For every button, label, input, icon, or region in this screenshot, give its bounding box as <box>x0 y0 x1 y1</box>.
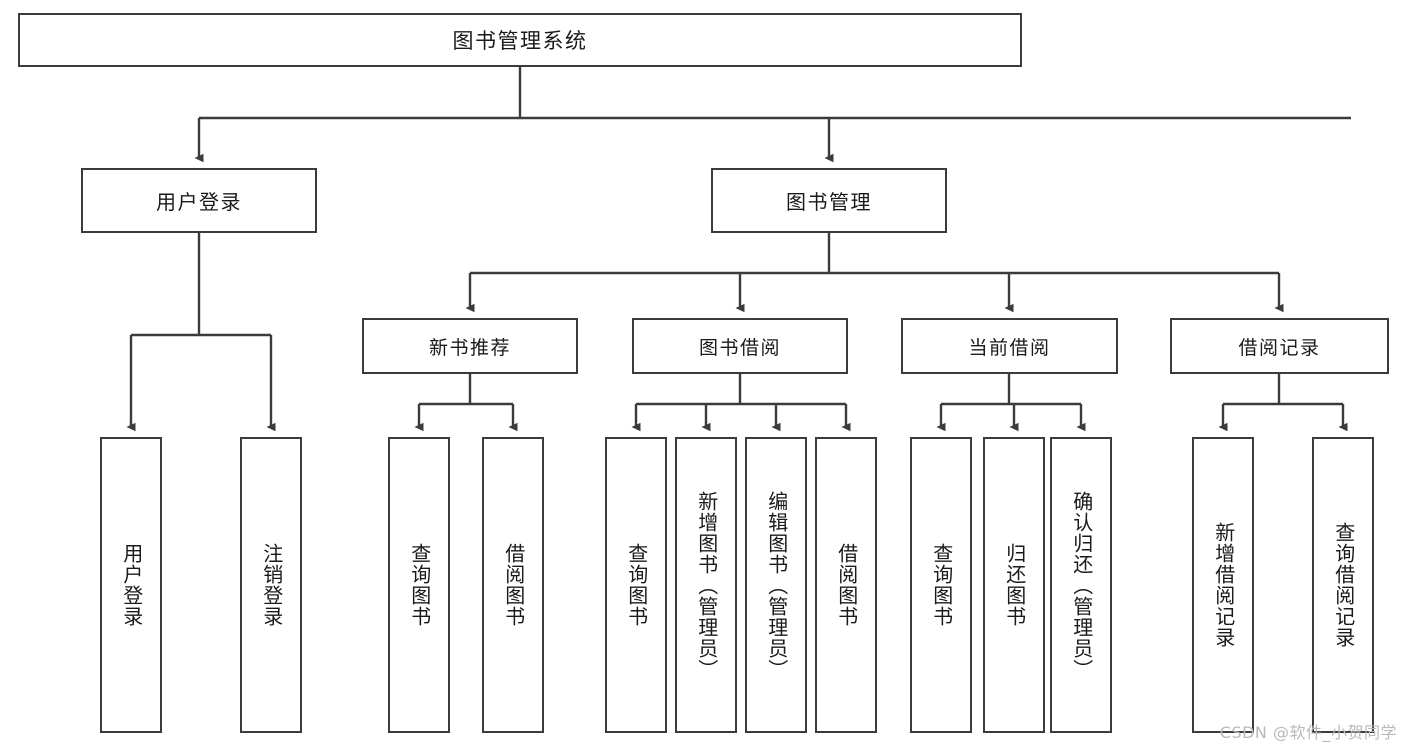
node-leaf-confirm-return-label: 确认归还（管理员） <box>1069 490 1094 680</box>
node-new-book-recommend[interactable]: 新书推荐 <box>362 318 578 374</box>
node-leaf-add-book-label: 新增图书（管理员） <box>694 490 719 680</box>
node-leaf-add-record-label: 新增借阅记录 <box>1211 522 1236 648</box>
node-leaf-query-record-label: 查询借阅记录 <box>1331 522 1356 648</box>
node-root-label: 图书管理系统 <box>452 29 588 53</box>
node-leaf-user-logout-label: 注销登录 <box>259 543 284 627</box>
node-leaf-confirm-return[interactable]: 确认归还（管理员） <box>1050 437 1112 733</box>
node-user-login[interactable]: 用户登录 <box>81 168 317 233</box>
node-leaf-query-book-2[interactable]: 查询图书 <box>605 437 667 733</box>
node-borrow-record-label: 借阅记录 <box>1238 336 1321 359</box>
node-user-login-label: 用户登录 <box>156 190 242 214</box>
node-leaf-query-book-1-label: 查询图书 <box>407 543 432 627</box>
node-leaf-borrow-book-2-label: 借阅图书 <box>834 543 859 627</box>
node-leaf-add-book[interactable]: 新增图书（管理员） <box>675 437 737 733</box>
node-leaf-user-login[interactable]: 用户登录 <box>100 437 162 733</box>
node-leaf-query-book-2-label: 查询图书 <box>624 543 649 627</box>
node-leaf-return-book[interactable]: 归还图书 <box>983 437 1045 733</box>
node-leaf-query-record[interactable]: 查询借阅记录 <box>1312 437 1374 733</box>
node-leaf-return-book-label: 归还图书 <box>1002 543 1027 627</box>
node-leaf-borrow-book-2[interactable]: 借阅图书 <box>815 437 877 733</box>
node-book-borrow-label: 图书借阅 <box>698 336 781 359</box>
node-new-book-recommend-label: 新书推荐 <box>428 336 511 359</box>
node-leaf-query-book-3-label: 查询图书 <box>929 543 954 627</box>
node-leaf-edit-book[interactable]: 编辑图书（管理员） <box>745 437 807 733</box>
node-leaf-edit-book-label: 编辑图书（管理员） <box>764 490 789 680</box>
node-book-borrow[interactable]: 图书借阅 <box>632 318 848 374</box>
node-borrow-record[interactable]: 借阅记录 <box>1170 318 1389 374</box>
node-current-borrow-label: 当前借阅 <box>968 336 1051 359</box>
node-leaf-borrow-book-1[interactable]: 借阅图书 <box>482 437 544 733</box>
node-current-borrow[interactable]: 当前借阅 <box>901 318 1118 374</box>
node-book-manage[interactable]: 图书管理 <box>711 168 947 233</box>
csdn-watermark: CSDN @软件_小贺同学 <box>1219 723 1397 742</box>
node-leaf-add-record[interactable]: 新增借阅记录 <box>1192 437 1254 733</box>
node-leaf-user-login-label: 用户登录 <box>119 543 144 627</box>
node-book-manage-label: 图书管理 <box>786 190 872 214</box>
node-leaf-query-book-3[interactable]: 查询图书 <box>910 437 972 733</box>
node-leaf-user-logout[interactable]: 注销登录 <box>240 437 302 733</box>
node-leaf-query-book-1[interactable]: 查询图书 <box>388 437 450 733</box>
node-leaf-borrow-book-1-label: 借阅图书 <box>501 543 526 627</box>
node-root[interactable]: 图书管理系统 <box>18 13 1022 67</box>
